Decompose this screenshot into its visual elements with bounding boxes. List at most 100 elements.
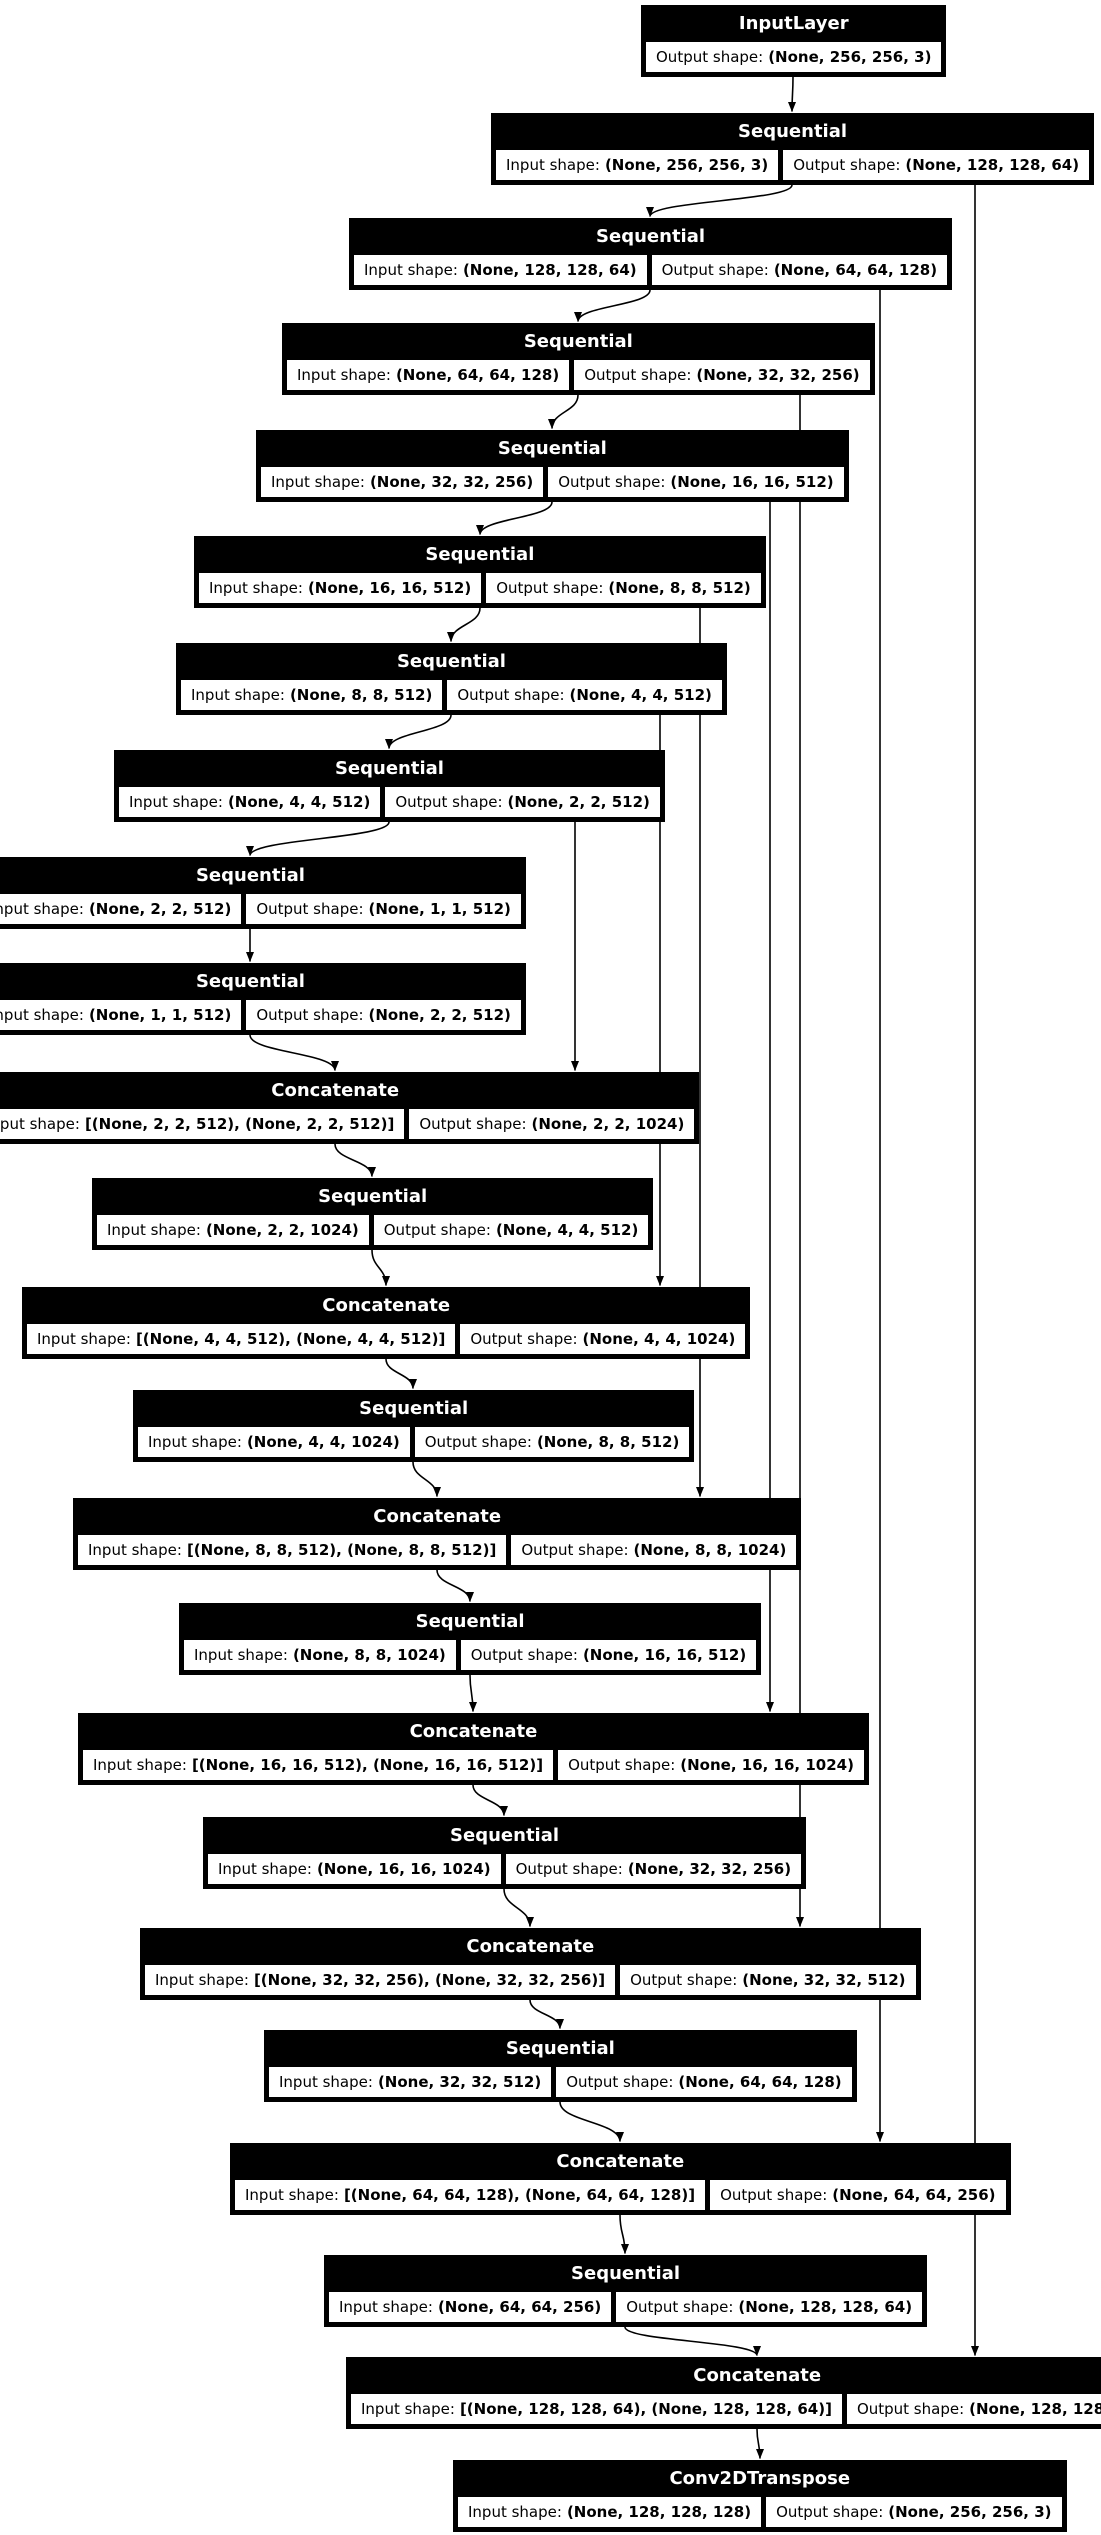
edge-main-21-22 <box>624 2326 761 2356</box>
shape-value: [(None, 32, 32, 256), (None, 32, 32, 256… <box>253 1971 606 1989</box>
shape-label: Output shape: <box>776 2503 884 2521</box>
edge-main-3-4 <box>548 394 579 429</box>
shape-label: Output shape: <box>470 1330 578 1348</box>
edge-main-17-18 <box>503 1888 534 1927</box>
shape-cells-row: Input shape:(None, 256, 256, 3)Output sh… <box>495 149 1091 181</box>
output-shape-cell: Output shape:(None, 2, 2, 1024) <box>408 1108 696 1140</box>
node-title: Sequential <box>207 1818 803 1853</box>
shape-cells-row: Input shape:[(None, 8, 8, 512), (None, 8… <box>77 1534 798 1566</box>
input-shape-cell: Input shape:[(None, 64, 64, 128), (None,… <box>234 2179 707 2211</box>
shape-label: Output shape: <box>470 1646 578 1664</box>
node-title: Sequential <box>96 1179 650 1214</box>
shape-label: Output shape: <box>383 1221 491 1239</box>
shape-value: (None, 32, 32, 512) <box>742 1971 906 1989</box>
shape-value: (None, 4, 4, 512) <box>227 793 371 811</box>
shape-cells-row: Input shape:(None, 1, 1, 512)Output shap… <box>0 999 522 1031</box>
shape-label: Output shape: <box>256 900 364 918</box>
shape-value: (None, 256, 256, 3) <box>768 48 932 66</box>
output-shape-cell: Output shape:(None, 256, 256, 3) <box>645 41 943 73</box>
output-shape-cell: Output shape:(None, 16, 16, 512) <box>547 466 845 498</box>
shape-cells-row: Input shape:(None, 2, 2, 1024)Output sha… <box>96 1214 650 1246</box>
shape-cells-row: Input shape:[(None, 2, 2, 512), (None, 2… <box>0 1108 696 1140</box>
shape-label: Input shape: <box>93 1756 187 1774</box>
shape-label: Input shape: <box>245 2186 339 2204</box>
shape-cells-row: Input shape:(None, 32, 32, 512)Output sh… <box>268 2066 853 2098</box>
input-shape-cell: Input shape:[(None, 128, 128, 64), (None… <box>350 2393 843 2425</box>
output-shape-cell: Output shape:(None, 32, 32, 256) <box>504 1853 803 1885</box>
input-shape-cell: Input shape:(None, 8, 8, 1024) <box>183 1639 457 1671</box>
input-shape-cell: Input shape:(None, 128, 128, 64) <box>353 254 648 286</box>
shape-label: Input shape: <box>0 900 84 918</box>
output-shape-cell: Output shape:(None, 128, 128, 64) <box>615 2291 924 2323</box>
shape-value: (None, 16, 16, 512) <box>307 579 472 597</box>
edge-main-22-23 <box>755 2428 764 2459</box>
shape-label: Output shape: <box>584 366 692 384</box>
edge-main-5-6 <box>447 607 481 642</box>
input-shape-cell: Input shape:[(None, 8, 8, 512), (None, 8… <box>77 1534 508 1566</box>
node-title: Sequential <box>118 751 661 786</box>
shape-label: Input shape: <box>271 473 365 491</box>
shape-label: Input shape: <box>468 2503 562 2521</box>
shape-value: (None, 8, 8, 512) <box>536 1433 680 1451</box>
shape-value: (None, 128, 128, 128) <box>566 2503 752 2521</box>
node-title: Concatenate <box>77 1499 798 1534</box>
shape-label: Output shape: <box>568 1756 676 1774</box>
shape-value: (None, 1, 1, 512) <box>88 1006 232 1024</box>
shape-value: [(None, 2, 2, 512), (None, 2, 2, 512)] <box>84 1115 395 1133</box>
shape-value: (None, 128, 128, 128) <box>969 2400 1101 2418</box>
shape-value: (None, 32, 32, 512) <box>377 2073 542 2091</box>
edge-main-14-15 <box>436 1569 474 1602</box>
shape-label: Input shape: <box>191 686 285 704</box>
shape-value: (None, 256, 256, 3) <box>604 156 769 174</box>
shape-value: (None, 64, 64, 256) <box>832 2186 996 2204</box>
shape-label: Input shape: <box>129 793 223 811</box>
shape-value: (None, 8, 8, 512) <box>608 579 751 597</box>
shape-label: Output shape: <box>515 1860 623 1878</box>
shape-label: Input shape: <box>37 1330 131 1348</box>
output-shape-cell: Output shape:(None, 16, 16, 512) <box>459 1639 758 1671</box>
edge-main-15-16 <box>468 1674 477 1712</box>
node-title: Concatenate <box>350 2358 1101 2393</box>
shape-label: Input shape: <box>209 579 303 597</box>
shape-label: Input shape: <box>361 2400 455 2418</box>
input-shape-cell: Input shape:[(None, 16, 16, 512), (None,… <box>82 1749 555 1781</box>
shape-label: Output shape: <box>630 1971 738 1989</box>
input-shape-cell: Input shape:(None, 16, 16, 512) <box>198 572 483 604</box>
node-title: Sequential <box>260 431 845 466</box>
edge-main-9-10 <box>249 1034 339 1071</box>
input-shape-cell: Input shape:(None, 128, 128, 128) <box>457 2496 763 2528</box>
shape-cells-row: Input shape:[(None, 16, 16, 512), (None,… <box>82 1749 865 1781</box>
shape-label: Input shape: <box>107 1221 201 1239</box>
edge-main-16-17 <box>472 1784 508 1816</box>
shape-value: (None, 2, 2, 512) <box>88 900 232 918</box>
input-shape-cell: Input shape:[(None, 4, 4, 512), (None, 4… <box>26 1323 457 1355</box>
shape-value: (None, 2, 2, 1024) <box>531 1115 685 1133</box>
output-shape-cell: Output shape:(None, 128, 128, 128) <box>845 2393 1101 2425</box>
edge-main-20-21 <box>619 2214 629 2254</box>
shape-value: (None, 8, 8, 512) <box>289 686 433 704</box>
shape-value: (None, 4, 4, 512) <box>569 686 712 704</box>
shape-value: (None, 4, 4, 1024) <box>582 1330 736 1348</box>
shape-label: Input shape: <box>218 1860 312 1878</box>
node-title: Concatenate <box>144 1929 917 1964</box>
shape-cells-row: Input shape:(None, 128, 128, 64)Output s… <box>353 254 949 286</box>
shape-value: [(None, 4, 4, 512), (None, 4, 4, 512)] <box>135 1330 446 1348</box>
output-shape-cell: Output shape:(None, 256, 256, 3) <box>765 2496 1063 2528</box>
edge-main-0-1 <box>788 76 797 112</box>
shape-label: Output shape: <box>496 579 604 597</box>
shape-label: Output shape: <box>856 2400 965 2418</box>
shape-cells-row: Input shape:[(None, 64, 64, 128), (None,… <box>234 2179 1007 2211</box>
shape-label: Input shape: <box>194 1646 288 1664</box>
shape-label: Input shape: <box>339 2298 433 2316</box>
output-shape-cell: Output shape:(None, 128, 128, 64) <box>782 149 1091 181</box>
shape-value: (None, 1, 1, 512) <box>368 900 511 918</box>
